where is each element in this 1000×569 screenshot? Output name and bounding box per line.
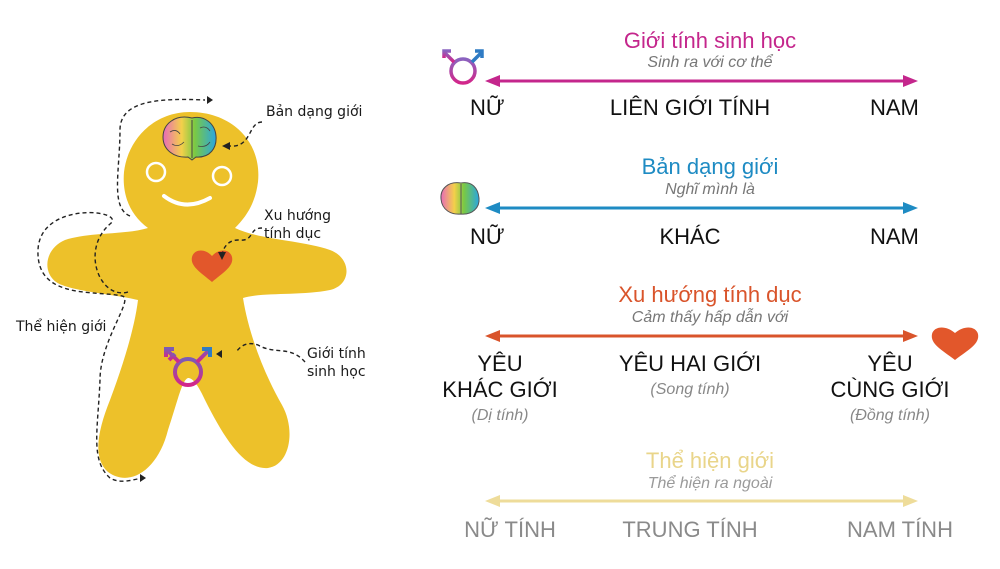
spectrum-arrows <box>440 49 979 507</box>
heart-icon <box>931 327 979 360</box>
dashed-connectors <box>37 98 306 482</box>
orientation-right-line1: YÊU <box>867 351 913 376</box>
title-sexual-orientation: Xu hướng tính dục <box>618 282 802 307</box>
subtitle-biological-sex: Sinh ra với cơ thể <box>647 54 773 71</box>
subtitle-gender-expression: Thể hiện ra ngoài <box>647 475 773 492</box>
transgender-symbol-icon <box>164 347 212 408</box>
smile <box>162 194 212 207</box>
identity-middle-label: KHÁC <box>659 224 721 249</box>
arrow-gender-expression <box>485 495 918 507</box>
orientation-middle-line1: YÊU HAI GIỚI <box>618 351 762 376</box>
bio-left-label: NỮ <box>470 95 505 120</box>
label-sexual-orientation-2: tính dục <box>264 226 322 242</box>
brain-icon <box>162 116 217 161</box>
figure-body <box>47 112 347 478</box>
orientation-right-label: YÊU CÙNG GIỚI (Đồng tính) <box>820 351 960 429</box>
expression-middle-label: TRUNG TÍNH <box>622 517 758 542</box>
orientation-right-note: (Đồng tính) <box>849 407 931 424</box>
brain-icon <box>440 182 480 215</box>
label-biological-sex-2: sinh học <box>307 364 366 380</box>
arrowheads <box>140 96 230 482</box>
label-gender-identity: Bản dạng giới <box>266 104 363 120</box>
label-gender-expression: Thể hiện giới <box>16 319 107 335</box>
right-eye <box>211 165 233 187</box>
label-biological-sex-1: Giới tính <box>307 346 366 362</box>
orientation-left-label: YÊU KHÁC GIỚI (Dị tính) <box>435 351 565 429</box>
label-sexual-orientation-1: Xu hướng <box>264 208 331 224</box>
transgender-symbol-icon <box>442 49 484 104</box>
title-gender-identity: Bản dạng giới <box>641 154 779 179</box>
arrow-biological-sex <box>485 75 918 87</box>
subtitle-gender-identity: Nghĩ mình là <box>665 181 755 198</box>
orientation-left-line1: YÊU <box>477 351 523 376</box>
identity-left-label: NỮ <box>470 224 505 249</box>
orientation-left-line2: KHÁC GIỚI <box>442 377 558 402</box>
bio-right-label: NAM <box>870 95 919 120</box>
identity-right-label: NAM <box>870 224 919 249</box>
orientation-right-line2: CÙNG GIỚI <box>830 377 950 402</box>
orientation-middle-note: (Song tính) <box>650 381 730 398</box>
left-eye <box>145 161 167 183</box>
expression-right-label: NAM TÍNH <box>847 517 953 542</box>
orientation-left-note: (Dị tính) <box>471 407 529 424</box>
title-gender-expression: Thể hiện giới <box>645 448 775 473</box>
arrow-sexual-orientation <box>485 330 918 342</box>
orientation-middle-label: YÊU HAI GIỚI (Song tính) <box>610 351 770 403</box>
gingerbread-figure <box>37 96 347 482</box>
arrow-gender-identity <box>485 202 918 214</box>
expression-left-label: NỮ TÍNH <box>464 517 556 542</box>
title-biological-sex: Giới tính sinh học <box>623 28 797 53</box>
subtitle-sexual-orientation: Cảm thấy hấp dẫn với <box>631 309 789 326</box>
bio-middle-label: LIÊN GIỚI TÍNH <box>609 95 771 120</box>
